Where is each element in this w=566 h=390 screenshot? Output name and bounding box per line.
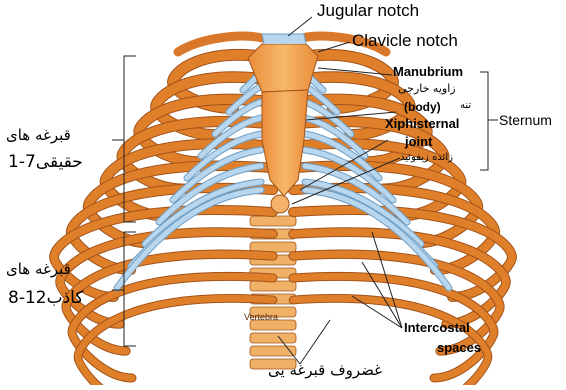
- label-body-fa: تنه: [460, 101, 471, 111]
- vertebra-segment: [250, 333, 296, 343]
- label-false-ribs: قبرغه های: [6, 262, 71, 277]
- label-joint: joint: [405, 135, 432, 148]
- label-false-ribs-range: کاذب12-8: [8, 290, 83, 307]
- sternum-body: [262, 90, 308, 196]
- vertebra-segment: [250, 216, 296, 226]
- label-xiphisternal: Xiphisternal: [385, 117, 459, 130]
- manubrium: [248, 44, 318, 92]
- label-clavicle-notch: Clavicle notch: [352, 32, 458, 49]
- label-jugular-notch: Jugular notch: [317, 2, 419, 19]
- xiphoid-process: [271, 195, 289, 213]
- label-intercostal: Intercostal: [404, 321, 470, 334]
- label-sternum: Sternum: [499, 113, 552, 127]
- vertebra-segment: [250, 346, 296, 356]
- label-costal-cartilage: غضروف قبرغه یی: [268, 363, 382, 378]
- label-xiphoid-fa: زائده زیفوئید: [400, 153, 453, 163]
- label-true-ribs: قبرغه های: [6, 128, 71, 143]
- label-vertebra: Vertebra: [244, 313, 278, 322]
- label-spaces: spaces: [437, 341, 481, 354]
- label-body: (body): [404, 101, 441, 113]
- label-manubrium-fa: زاویه خارجی: [398, 83, 456, 94]
- vertebral-column: [250, 216, 296, 369]
- label-manubrium: Manubrium: [393, 65, 463, 78]
- label-true-ribs-range: حقیقی7-1: [8, 154, 83, 171]
